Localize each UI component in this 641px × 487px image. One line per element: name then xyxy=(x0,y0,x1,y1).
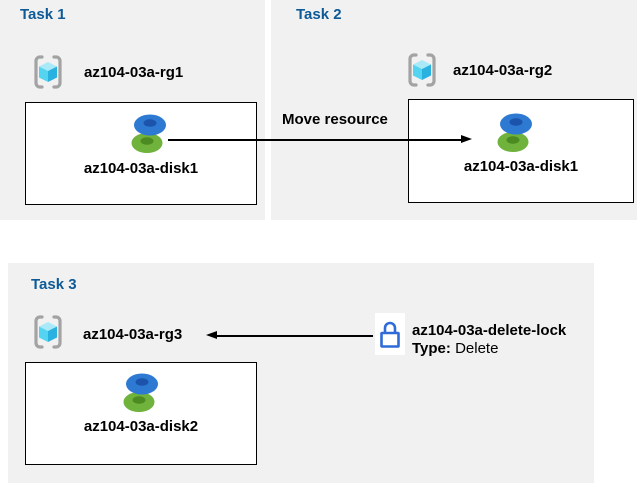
resource-group-icon xyxy=(407,51,437,89)
move-resource-label: Move resource xyxy=(282,111,388,128)
task2-resource-group-label: az104-03a-rg2 xyxy=(453,62,553,79)
task3-disk-box: az104-03a-disk2 xyxy=(25,362,257,465)
disk-icon xyxy=(131,113,167,155)
delete-lock-type-value: Delete xyxy=(455,340,499,357)
move-arrow-line xyxy=(168,139,463,141)
task2-disk-box: az104-03a-disk1 xyxy=(408,99,634,203)
disk-icon xyxy=(123,372,159,414)
task3-disk-label: az104-03a-disk2 xyxy=(83,418,199,435)
resource-group-icon xyxy=(33,313,63,351)
resource-group-icon xyxy=(33,53,63,91)
lock-tile xyxy=(375,313,405,355)
task3-title: Task 3 xyxy=(31,276,77,293)
task3-panel: Task 3 az104-03a-rg3 az104-03a-disk2 xyxy=(8,263,594,483)
delete-lock-type: Type: Delete xyxy=(412,340,498,357)
task2-panel: Task 2 az104-03a-rg2 Move resource xyxy=(271,0,637,220)
lock-arrow-line xyxy=(216,335,373,337)
task1-resource-group-label: az104-03a-rg1 xyxy=(84,64,184,81)
arrow-left-icon xyxy=(206,331,217,339)
task2-disk-label: az104-03a-disk1 xyxy=(463,158,579,175)
task3-resource-group-label: az104-03a-rg3 xyxy=(83,326,183,343)
task1-disk-label: az104-03a-disk1 xyxy=(83,160,199,177)
task1-panel: Task 1 az104-03a-rg1 az104-03a-disk1 xyxy=(0,0,265,220)
delete-lock-type-label: Type: xyxy=(412,340,451,357)
task1-disk-box: az104-03a-disk1 xyxy=(25,102,257,205)
task1-title: Task 1 xyxy=(20,6,66,23)
disk-icon xyxy=(497,112,533,154)
arrow-right-icon xyxy=(461,135,472,143)
task2-title: Task 2 xyxy=(296,6,342,23)
delete-lock-name: az104-03a-delete-lock xyxy=(412,322,567,339)
lock-icon xyxy=(378,317,402,351)
